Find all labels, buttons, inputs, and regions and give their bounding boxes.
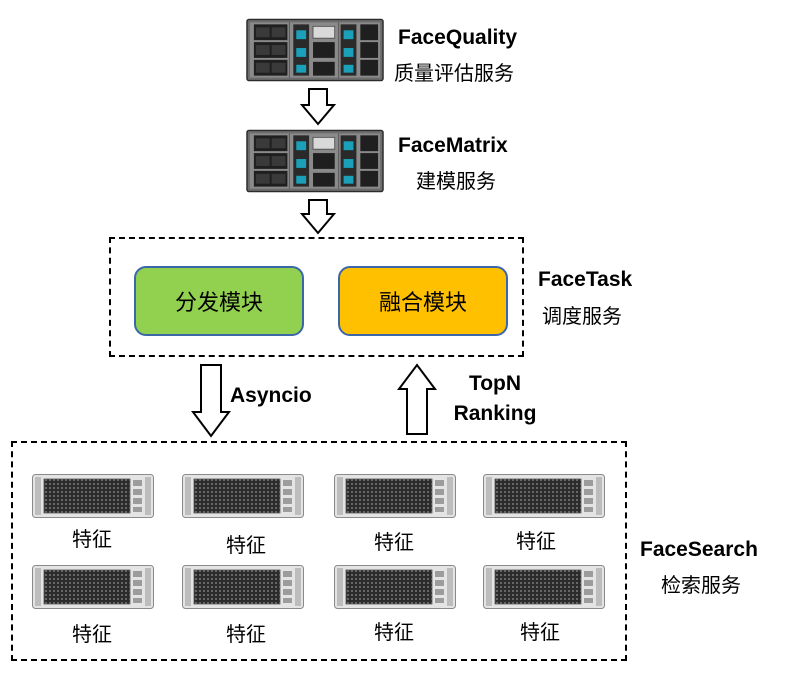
ranking-label: Ranking: [453, 402, 537, 425]
blade-server-icon: [32, 474, 154, 518]
face-quality-title: FaceQuality: [398, 26, 518, 49]
arrow-down-icon: [191, 364, 231, 438]
blade-server-icon: [483, 474, 605, 518]
blade-server-icon: [334, 474, 456, 518]
feature-node-label: 特征: [72, 622, 112, 646]
face-quality-server-icon: [246, 18, 384, 82]
arrow-up-icon: [397, 363, 437, 435]
face-quality-desc: 质量评估服务: [394, 61, 514, 85]
face-task-container: [109, 237, 524, 357]
blade-server-icon: [483, 565, 605, 609]
feature-node-label: 特征: [516, 529, 556, 553]
dispatch-module-label: 分发模块: [174, 291, 263, 316]
face-matrix-title: FaceMatrix: [398, 134, 508, 157]
face-search-container: [11, 441, 627, 661]
face-search-desc: 检索服务: [661, 573, 741, 597]
feature-node-label: 特征: [226, 622, 266, 646]
feature-node-label: 特征: [226, 533, 266, 557]
feature-node-label: 特征: [374, 620, 414, 644]
face-matrix-server-icon: [246, 129, 384, 193]
fusion-module-label: 融合模块: [378, 291, 467, 316]
feature-node-label: 特征: [520, 620, 560, 644]
dispatch-module: 分发模块: [134, 266, 304, 336]
topn-ranking-label: TopN Ranking: [442, 369, 548, 429]
feature-node-label: 特征: [72, 527, 112, 551]
blade-server-icon: [182, 474, 304, 518]
topn-label: TopN: [468, 372, 522, 395]
fusion-module: 融合模块: [338, 266, 508, 336]
blade-server-icon: [32, 565, 154, 609]
face-task-desc: 调度服务: [542, 304, 622, 328]
arrow-down-icon: [299, 199, 337, 235]
arrow-down-icon: [299, 88, 337, 126]
face-search-title: FaceSearch: [640, 538, 758, 561]
face-task-title: FaceTask: [538, 268, 633, 291]
blade-server-icon: [334, 565, 456, 609]
face-matrix-desc: 建模服务: [416, 169, 496, 193]
feature-node-label: 特征: [374, 530, 414, 554]
blade-server-icon: [182, 565, 304, 609]
asyncio-label: Asyncio: [230, 384, 312, 407]
